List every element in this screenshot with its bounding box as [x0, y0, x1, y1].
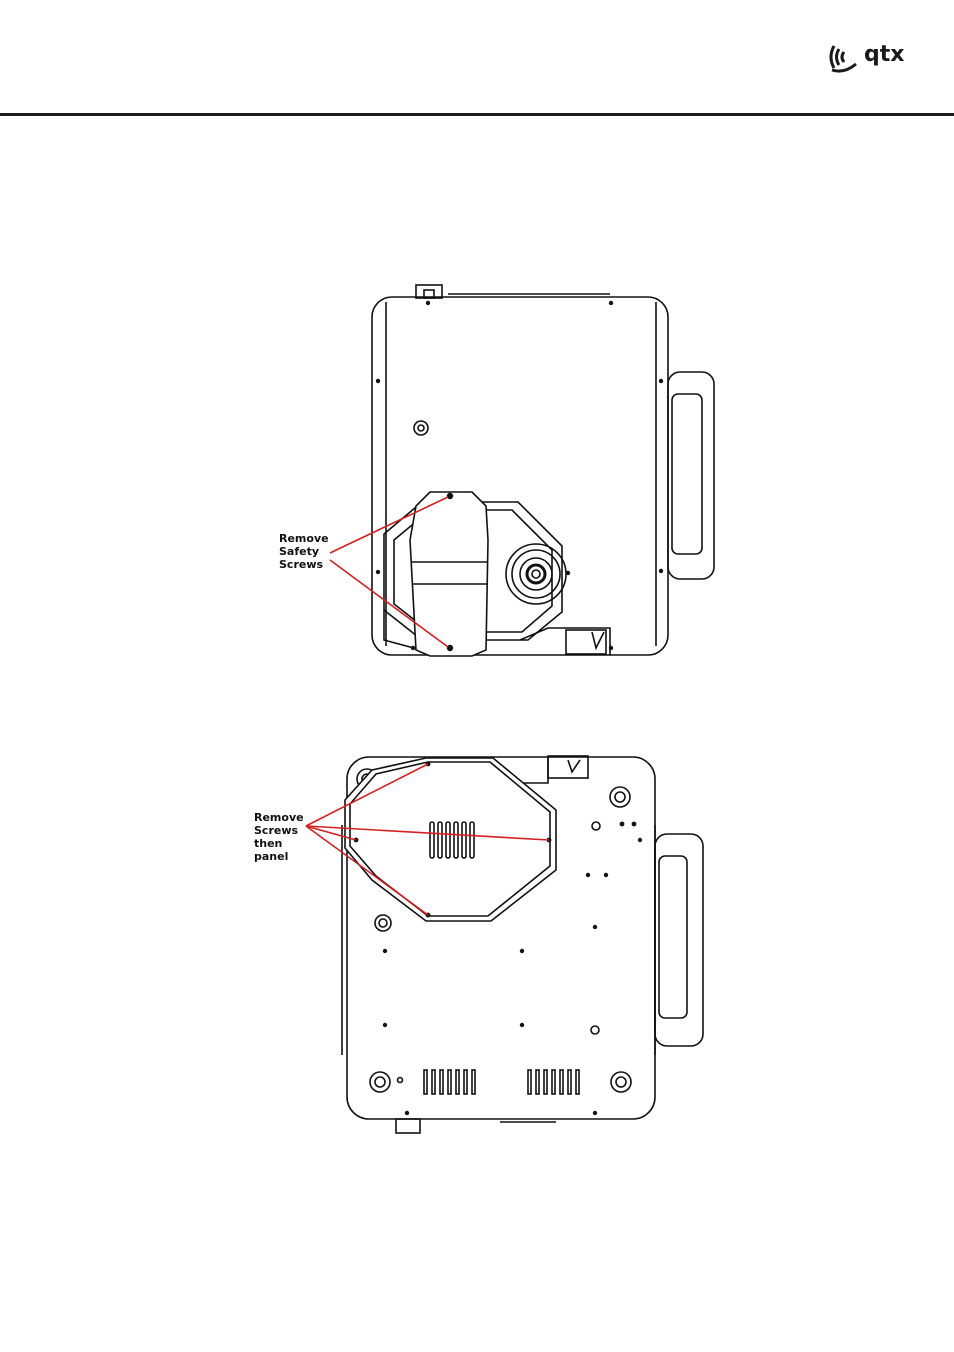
- bottom-view-diagram: [342, 756, 703, 1133]
- remove-safety-screws-label: Remove Safety Screws: [279, 532, 329, 571]
- remove-panel-screws-label: Remove Screws then panel: [254, 811, 304, 863]
- front-view-diagram: [372, 285, 714, 656]
